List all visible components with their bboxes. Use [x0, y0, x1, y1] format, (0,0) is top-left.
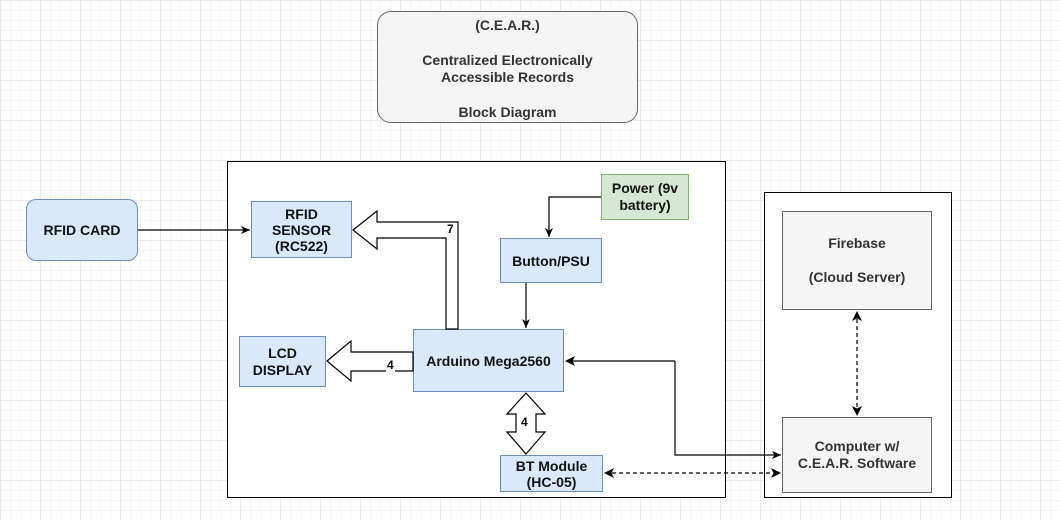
rfid-sensor-node: RFID SENSOR (RC522): [251, 201, 352, 258]
power-node: Power (9v battery): [601, 174, 689, 220]
computer-sublabel: C.E.A.R. Software: [797, 455, 917, 471]
bt-bus-width-label: 4: [520, 415, 529, 429]
computer-label: Computer w/: [814, 438, 900, 454]
bt-module-label-1: BT Module: [515, 457, 588, 474]
arduino-label: Arduino Mega2560: [426, 352, 551, 369]
title-acronym: (C.E.A.R.): [475, 17, 540, 33]
lcd-display-label-2: DISPLAY: [252, 361, 313, 378]
title-subtitle: Block Diagram: [458, 104, 557, 120]
rfid-bus-width-label: 7: [446, 222, 455, 236]
lcd-bus-width-label: 4: [386, 358, 395, 372]
firebase-node: Firebase (Cloud Server): [782, 211, 932, 310]
lcd-display-label-1: LCD: [268, 344, 297, 361]
button-psu-label: Button/PSU: [512, 252, 590, 269]
bt-link-arrowhead-left: [604, 468, 614, 478]
rfid-sensor-label-2: SENSOR: [271, 221, 332, 238]
rfid-sensor-label-1: RFID: [285, 205, 318, 222]
power-label-1: Power (9v: [611, 180, 679, 196]
diagram-title-box: (C.E.A.R.) Centralized Electronically Ac…: [377, 11, 638, 123]
arduino-input-arrowhead: [565, 356, 575, 366]
bt-module-label-2: (HC-05): [526, 473, 577, 490]
power-label-2: battery): [619, 197, 671, 213]
rfid-card-node: RFID CARD: [26, 199, 138, 261]
firebase-label: Firebase: [828, 235, 886, 251]
rfid-bus-arrow: [352, 209, 459, 330]
bt-link-arrowhead-right: [771, 468, 781, 478]
computer-node: Computer w/ C.E.A.R. Software: [782, 417, 932, 493]
cloud-link-arrowhead-down: [852, 406, 862, 416]
firebase-sublabel: (Cloud Server): [808, 269, 906, 285]
arduino-node: Arduino Mega2560: [413, 329, 564, 392]
rfid-card-label: RFID CARD: [43, 222, 121, 238]
arduino-computer-link: [674, 361, 781, 459]
power-to-psu-arrow: [545, 196, 601, 237]
bt-module-node: BT Module (HC-05): [500, 455, 603, 492]
title-line-1: Centralized Electronically: [422, 52, 593, 68]
button-psu-node: Button/PSU: [500, 238, 602, 283]
lcd-display-node: LCD DISPLAY: [239, 336, 326, 387]
lcd-bus-arrow: [326, 339, 414, 383]
cloud-link-arrowhead-up: [852, 311, 862, 321]
title-line-2: Accessible Records: [440, 69, 575, 85]
rfid-sensor-label-3: (RC522): [275, 237, 328, 254]
